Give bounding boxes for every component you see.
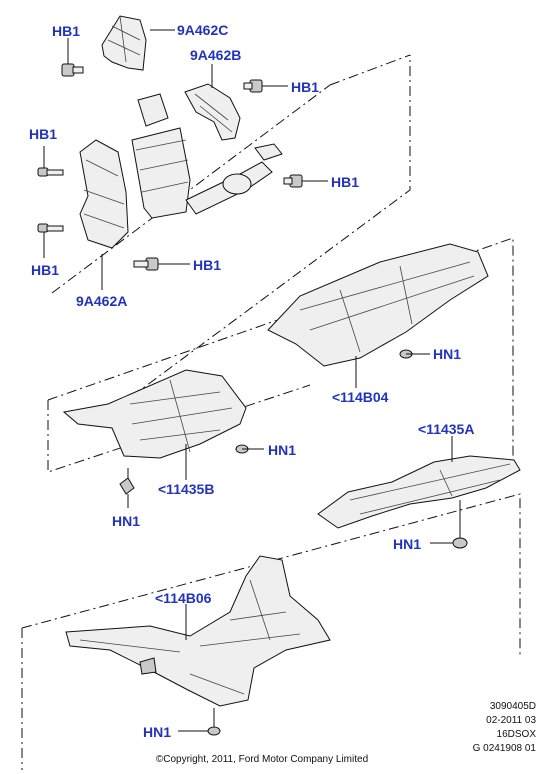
heat-shield-9a462a xyxy=(79,139,129,249)
label-hn1-bottom: HN1 xyxy=(143,724,171,740)
ref-line-4: G 0241908 01 xyxy=(473,743,537,754)
bolt-left-upper xyxy=(37,167,64,177)
lower-assembly-frame xyxy=(21,493,521,770)
heat-shield-9a462b xyxy=(184,83,241,141)
ref-line-1: 3090405D xyxy=(490,701,536,712)
label-11435a: <11435A xyxy=(418,421,474,437)
ref-line-2: 02-2011 03 xyxy=(486,715,536,726)
label-hb1-left-lower: HB1 xyxy=(31,262,59,278)
label-hb1-right-upper: HB1 xyxy=(291,79,319,95)
label-hn1-11435b: HN1 xyxy=(268,442,296,458)
nut-bottom xyxy=(207,726,221,736)
label-hn1-11435a: HN1 xyxy=(393,536,421,552)
label-hb1-left-upper: HB1 xyxy=(29,126,57,142)
bolt-mid xyxy=(133,257,159,271)
bolt-left-lower xyxy=(37,223,64,233)
nut-11435a xyxy=(452,537,468,549)
label-hb1-mid: HB1 xyxy=(193,257,221,273)
label-114b06: <114B06 xyxy=(155,590,212,606)
heat-shield-9a462c xyxy=(101,15,147,71)
label-9a462c: 9A462C xyxy=(177,22,228,38)
upper-assembly-frame xyxy=(51,54,411,421)
middle-assembly-frame xyxy=(47,237,514,473)
catalytic-converter xyxy=(131,93,283,219)
ref-line-3: 16DSOX xyxy=(497,729,537,740)
bolt-right-mid xyxy=(283,174,303,188)
heat-shield-114b06 xyxy=(65,555,331,707)
copyright: ©Copyright, 2011, Ford Motor Company Lim… xyxy=(156,754,368,765)
label-9a462b: 9A462B xyxy=(190,47,241,63)
label-hb1-right-mid: HB1 xyxy=(331,174,359,190)
heat-shield-11435a xyxy=(317,455,521,529)
bolt-right-upper xyxy=(243,79,263,93)
clip-left xyxy=(119,477,135,495)
heat-shield-11435b xyxy=(62,369,247,459)
label-114b04: <114B04 xyxy=(332,389,389,405)
leader-hn1-11435a xyxy=(430,500,461,544)
bolt-top xyxy=(61,63,84,77)
heat-shield-114b04 xyxy=(267,243,489,367)
label-hn1-114b04: HN1 xyxy=(433,346,461,362)
label-hb1-top: HB1 xyxy=(52,23,80,39)
leader-hn1-bottom xyxy=(178,708,215,732)
label-hn1-left: HN1 xyxy=(112,513,140,529)
label-9a462a: 9A462A xyxy=(76,293,127,309)
label-11435b: <11435B xyxy=(158,481,214,497)
